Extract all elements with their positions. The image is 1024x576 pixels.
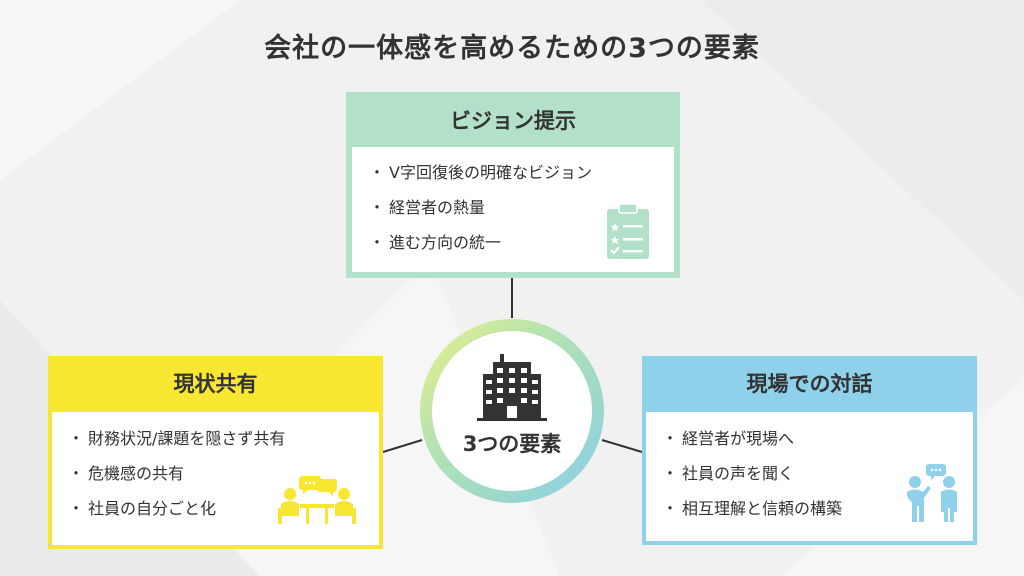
- card-dialogue-list: 経営者が現場へ 社員の声を聞く 相互理解と信頼の構築: [662, 429, 842, 534]
- list-item: 相互理解と信頼の構築: [662, 499, 842, 518]
- list-item: 財務状況/課題を隠さず共有: [68, 429, 285, 448]
- page-title: 会社の一体感を高めるための3つの要素: [264, 33, 760, 64]
- list-item: 危機感の共有: [68, 464, 285, 483]
- card-vision-body: V字回復後の明確なビジョン 経営者の熱量 進む方向の統一: [352, 147, 674, 272]
- center-circle: [420, 319, 604, 503]
- list-item: V字回復後の明確なビジョン: [369, 163, 592, 182]
- card-vision-list: V字回復後の明確なビジョン 経営者の熱量 進む方向の統一: [369, 163, 592, 268]
- card-dialogue-body: 経営者が現場へ 社員の声を聞く 相互理解と信頼の構築: [646, 412, 973, 541]
- list-item: 進む方向の統一: [369, 233, 592, 252]
- card-status-heading: 現状共有: [173, 372, 258, 396]
- card-status: 現状共有 財務状況/課題を隠さず共有 危機感の共有 社員の自分ごと化: [48, 356, 383, 549]
- clipboard-checklist-icon: [607, 203, 649, 259]
- card-vision: ビジョン提示 V字回復後の明確なビジョン 経営者の熱量 進む方向の統一: [346, 92, 680, 278]
- list-item: 社員の自分ごと化: [68, 499, 285, 518]
- card-vision-heading: ビジョン提示: [450, 109, 576, 133]
- connector-status: [382, 439, 423, 453]
- list-item: 経営者の熱量: [369, 198, 592, 217]
- card-dialogue-heading: 現場での対話: [746, 372, 873, 396]
- connector-dialogue: [601, 439, 643, 453]
- card-status-body: 財務状況/課題を隠さず共有 危機感の共有 社員の自分ごと化: [52, 412, 379, 545]
- card-status-list: 財務状況/課題を隠さず共有 危機感の共有 社員の自分ごと化: [68, 429, 285, 534]
- meeting-table-icon: [278, 476, 356, 524]
- card-dialogue: 現場での対話 経営者が現場へ 社員の声を聞く 相互理解と信頼の構築: [642, 356, 977, 545]
- building-icon: [477, 354, 547, 421]
- conversation-people-icon: [907, 464, 957, 522]
- center-label: 3つの要素: [462, 432, 562, 456]
- list-item: 経営者が現場へ: [662, 429, 842, 448]
- list-item: 社員の声を聞く: [662, 464, 842, 483]
